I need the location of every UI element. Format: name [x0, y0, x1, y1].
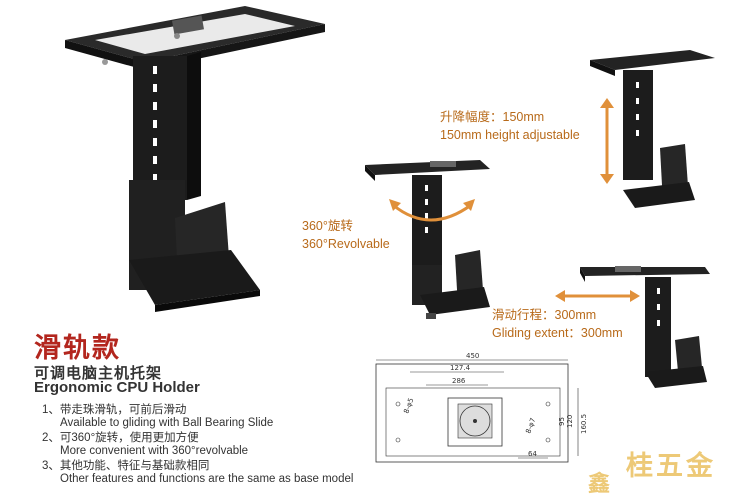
dim-width-inner: 127.4	[450, 364, 471, 372]
glide-callout-cn: 滑动行程：300mm	[492, 308, 597, 322]
rotate-callout-en: 360°Revolvable	[302, 237, 390, 251]
rotate-callout-cn: 360°旋转	[302, 219, 353, 233]
product-name-cn: 可调电脑主机托架	[34, 365, 163, 382]
feature-3: 3、其他功能、特征与基础款相同 Other features and funct…	[42, 460, 353, 486]
height-callout: 升降幅度：150mm 150mm height adjustable	[440, 108, 580, 144]
dim-small2: 8-φ7	[524, 417, 537, 435]
height-callout-cn: 升降幅度：150mm	[440, 110, 545, 124]
feature-1: 1、带走珠滑轨，可前后滑动 Available to gliding with …	[42, 404, 273, 430]
technical-drawing: 450 127.4 286 8-φ5 8-φ7 160.5 120 95 64	[375, 352, 588, 463]
glide-callout: 滑动行程：300mm Gliding extent：300mm	[492, 306, 623, 342]
cpu-holder-height-image	[585, 40, 725, 210]
dim-h1: 120	[566, 415, 574, 428]
height-arrow-icon	[600, 98, 614, 184]
feature-1-en: Available to gliding with Ball Bearing S…	[60, 417, 274, 429]
glide-arrow-icon	[555, 290, 640, 302]
cpu-holder-rotate-image	[360, 155, 500, 325]
dim-small1: 8-φ5	[402, 397, 415, 415]
product-name-en: Ergonomic CPU Holder	[34, 379, 200, 396]
dim-h2: 95	[558, 417, 566, 426]
feature-3-en: Other features and functions are the sam…	[60, 473, 354, 485]
dim-width-total: 450	[466, 352, 479, 360]
feature-2-cn: 2、可360°旋转，使用更加方便	[42, 432, 199, 444]
dim-height-right: 160.5	[580, 414, 588, 434]
cpu-holder-large-image	[55, 0, 345, 325]
feature-1-cn: 1、带走珠滑轨，可前后滑动	[42, 404, 187, 416]
dim-width-center: 286	[452, 377, 466, 385]
cpu-holder-glide-image	[575, 262, 715, 392]
page-title: 滑轨款	[34, 333, 121, 364]
dim-bottom: 64	[528, 450, 537, 458]
rotate-callout: 360°旋转 360°Revolvable	[302, 217, 390, 253]
watermark-text-2: 鑫	[588, 471, 614, 497]
glide-callout-en: Gliding extent：300mm	[492, 326, 623, 340]
rotate-arrow-icon	[389, 199, 475, 222]
feature-3-cn: 3、其他功能、特征与基础款相同	[42, 460, 210, 472]
height-callout-en: 150mm height adjustable	[440, 128, 580, 142]
watermark-text-1: 桂五金	[626, 451, 716, 482]
feature-2: 2、可360°旋转，使用更加方便 More convenient with 36…	[42, 432, 248, 458]
feature-2-en: More convenient with 360°revolvable	[60, 445, 249, 457]
